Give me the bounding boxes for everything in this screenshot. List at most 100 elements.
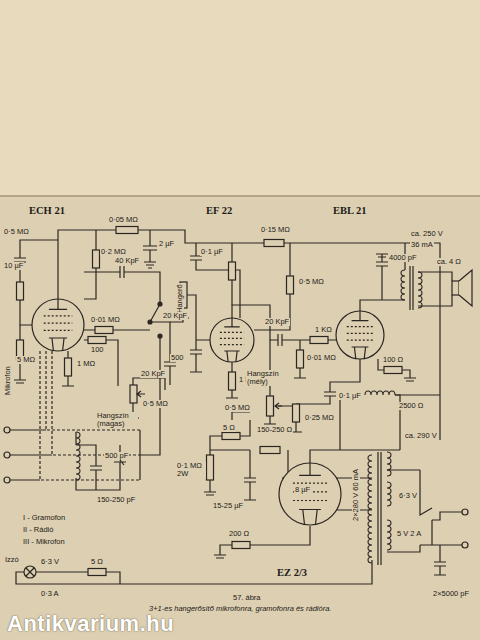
component-value: ca. 250 V bbox=[410, 230, 444, 238]
tube-name: EZ 2/3 bbox=[276, 567, 308, 578]
potentiometer-symbol bbox=[267, 396, 274, 416]
coil-winding bbox=[76, 432, 80, 480]
mains-terminal bbox=[462, 509, 468, 515]
resistor-symbol bbox=[310, 337, 328, 344]
tube-name: EF 22 bbox=[205, 205, 233, 216]
tube-plate bbox=[299, 463, 321, 475]
component-value: II - Rádió bbox=[22, 526, 54, 534]
wire bbox=[10, 430, 52, 480]
component-value: 0·05 MΩ bbox=[108, 216, 139, 224]
tube-plate bbox=[352, 311, 369, 321]
tube-name: ECH 21 bbox=[28, 205, 66, 216]
component-value: 2×280 V 60 mA bbox=[352, 468, 360, 522]
component-value: 57. ábra bbox=[232, 594, 262, 602]
resistor-symbol bbox=[207, 455, 214, 480]
coil-winding bbox=[387, 520, 391, 550]
component-value: I - Gramofon bbox=[22, 514, 66, 522]
component-value: 4000 pF bbox=[388, 254, 418, 262]
component-value: 15-25 µF bbox=[212, 502, 244, 510]
pilot-lamp bbox=[24, 566, 36, 578]
resistor-symbol bbox=[293, 404, 300, 422]
wire bbox=[395, 394, 440, 395]
component-value: 36 mA bbox=[410, 241, 434, 249]
component-value: 0·5 MΩ bbox=[298, 278, 325, 286]
component-value: 100 bbox=[90, 346, 105, 354]
component-value: Mikrofon bbox=[4, 365, 12, 396]
component-value: 0·01 MΩ bbox=[306, 354, 337, 362]
component-value: III - Mikrofon bbox=[22, 538, 66, 546]
component-value: 5 Ω bbox=[90, 558, 104, 566]
resistor-symbol bbox=[229, 262, 236, 280]
tube-cathode bbox=[299, 510, 321, 526]
tube-symbol bbox=[205, 205, 259, 363]
component-value: 1 KΩ bbox=[314, 326, 333, 334]
schematic-sheet bbox=[0, 196, 480, 640]
component-value: 0·1 MΩ 2W bbox=[176, 462, 206, 478]
wire bbox=[254, 243, 290, 330]
component-value: 0·3 A bbox=[40, 590, 60, 598]
tube-grid bbox=[220, 332, 244, 333]
tube-envelope bbox=[32, 299, 84, 351]
component-value: 5 MΩ bbox=[16, 356, 36, 364]
coil-winding bbox=[418, 272, 422, 308]
wire bbox=[127, 322, 176, 421]
tube-grid bbox=[347, 333, 373, 334]
resistor-symbol bbox=[229, 372, 236, 390]
component-value: 5 Ω bbox=[222, 424, 236, 432]
tube-grid bbox=[44, 323, 73, 324]
tube-cathode bbox=[352, 347, 369, 359]
tube-grid bbox=[220, 338, 244, 339]
component-value: 5 V 2 A bbox=[396, 530, 422, 538]
component-value: 150-250 pF bbox=[96, 496, 136, 504]
coil-winding bbox=[387, 452, 391, 476]
watermark: Antikvarium.hu bbox=[6, 612, 175, 635]
resistor-symbol bbox=[88, 337, 106, 344]
component-value: 200 Ω bbox=[228, 530, 250, 538]
tube-grid bbox=[44, 315, 73, 316]
resistor-symbol bbox=[287, 276, 294, 294]
coil-winding bbox=[368, 455, 372, 563]
heater-wiring bbox=[16, 560, 372, 584]
component-value: 0·1 µF bbox=[338, 392, 362, 400]
mains-terminal bbox=[462, 542, 468, 548]
component-value: Hangszín (magas) bbox=[96, 412, 138, 428]
tube-symbol bbox=[332, 205, 388, 361]
wire bbox=[210, 412, 250, 450]
component-value: 0·5 MΩ bbox=[224, 404, 251, 412]
component-value: 500 pF bbox=[104, 452, 129, 460]
resistor-symbol bbox=[297, 350, 304, 368]
wire bbox=[140, 336, 160, 480]
wiper-arrow bbox=[137, 391, 145, 397]
tube-envelope bbox=[336, 311, 384, 359]
tube-node: EBL 21 bbox=[332, 205, 388, 361]
component-value: 2500 Ω bbox=[398, 402, 424, 410]
input-terminal bbox=[4, 427, 10, 433]
component-value: 0·01 MΩ bbox=[90, 316, 121, 324]
capacitor-symbol bbox=[143, 230, 157, 268]
component-value: 150-250 Ω bbox=[256, 426, 293, 434]
component-value: Izzó bbox=[4, 556, 20, 564]
component-value: 10 µF bbox=[3, 262, 24, 270]
tube-grid bbox=[347, 326, 373, 327]
component-value: 0·2 MΩ bbox=[100, 248, 127, 256]
wire bbox=[170, 282, 210, 372]
coil-winding bbox=[387, 482, 391, 506]
wire bbox=[58, 230, 440, 440]
component-value: 0·5 MΩ bbox=[142, 400, 169, 408]
tube-symbol bbox=[28, 205, 90, 355]
tube-envelope bbox=[210, 318, 254, 362]
wire bbox=[310, 395, 400, 463]
tube-plate bbox=[49, 299, 67, 309]
tube-envelope bbox=[279, 463, 341, 525]
transformer-core bbox=[410, 266, 452, 310]
resistor-symbol bbox=[264, 240, 284, 247]
tube-grid bbox=[293, 483, 327, 484]
sheet-edge bbox=[0, 195, 480, 197]
mains-wiring bbox=[387, 470, 462, 575]
component-value: 6·3 V bbox=[398, 492, 418, 500]
component-value: Hangszín (mély) bbox=[246, 370, 288, 386]
tube-cathode bbox=[224, 351, 239, 362]
resistor-symbol bbox=[88, 569, 106, 576]
switch-contact bbox=[148, 320, 152, 324]
